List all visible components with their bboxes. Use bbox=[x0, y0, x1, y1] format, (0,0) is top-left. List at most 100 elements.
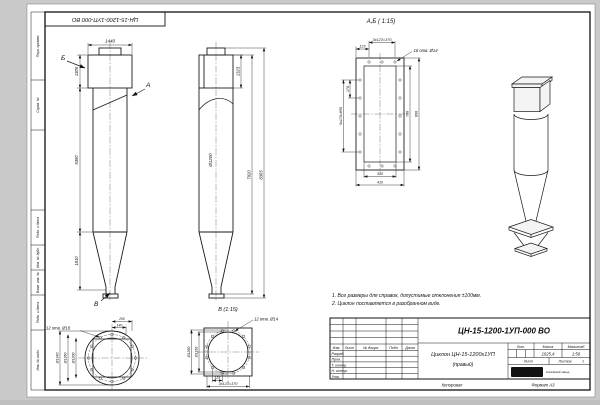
view-v: В (1:15) 12 отв. Ø14 Ø1150 Ø1260 123 3х1… bbox=[187, 307, 279, 388]
view-title: В (1:15) bbox=[218, 307, 238, 313]
dim-d1200: Ø1200 bbox=[72, 353, 76, 365]
centerlines bbox=[197, 321, 259, 383]
frame-border bbox=[44, 11, 591, 391]
dim-1440: 1440 bbox=[105, 39, 116, 44]
flange-outer bbox=[355, 57, 405, 171]
bolt-holes bbox=[205, 329, 251, 375]
flange-opening bbox=[363, 65, 397, 163]
square-flange bbox=[203, 327, 253, 377]
row-utv: Утв. bbox=[332, 375, 340, 379]
note-2: 2. Циклон поставляется в разобранном вид… bbox=[331, 301, 441, 307]
flange-round: 12 отв. Ø18 200 140 Ø1340 Ø1260 Ø1200 bbox=[46, 317, 148, 389]
outlet-box bbox=[198, 54, 234, 89]
front-view-dimensions bbox=[66, 43, 146, 302]
dim-410: 410 bbox=[377, 181, 383, 185]
scale-value: 1:50 bbox=[572, 351, 581, 356]
margin-label: Инв. № дубл. bbox=[36, 247, 40, 268]
dim-8365: 8365 bbox=[259, 170, 264, 180]
section-title: А,Б ( 1:15) bbox=[366, 19, 396, 25]
title-block: Изм. Лист № докум. Подп. Дата Разраб. Пр… bbox=[329, 317, 591, 380]
dim-370: 3х123=370 bbox=[373, 38, 393, 42]
iso-outlet-box bbox=[513, 87, 541, 112]
dim-d1150: Ø1150 bbox=[195, 347, 199, 359]
col-izm: Изм. bbox=[333, 346, 341, 350]
mass-value: 1025,4 bbox=[542, 351, 555, 356]
margin-strip-lines bbox=[30, 11, 45, 391]
dim-123: 123 bbox=[360, 45, 366, 49]
bottom-flange bbox=[102, 293, 119, 299]
doc-name-line2: (правый) bbox=[453, 361, 474, 368]
cyclone-body bbox=[92, 88, 128, 294]
bottom-flange bbox=[208, 293, 225, 299]
note-1: 1. Все размеры для справок, допустимые о… bbox=[332, 293, 481, 299]
title-block-frame bbox=[329, 317, 591, 380]
isometric-view bbox=[507, 76, 555, 257]
dim-1323: 1323 bbox=[236, 66, 241, 76]
iso-cylinder bbox=[513, 113, 549, 176]
side-view-dimensions bbox=[224, 47, 266, 299]
dim-370: 3х123=370 bbox=[219, 382, 239, 386]
margin-label: Инв. № подл. bbox=[36, 349, 40, 370]
col-list: Лист bbox=[344, 346, 354, 350]
company-logo-text: KVZP bbox=[518, 370, 536, 377]
iso-outlet-box-side bbox=[539, 79, 551, 113]
dim-890: 890 bbox=[414, 111, 418, 117]
dim-310: 310 bbox=[377, 172, 383, 176]
dim-7920: 7920 bbox=[247, 170, 252, 180]
lit-label: Лит. bbox=[516, 345, 525, 349]
margin-label: Подп. и дата bbox=[36, 217, 40, 238]
col-podp: Подп. bbox=[389, 346, 399, 350]
dim-1305: 1305 bbox=[74, 66, 79, 76]
dim-200: 200 bbox=[118, 317, 125, 321]
corner-designation-text: ЦН-15-1200-1УП-000 ВО bbox=[71, 16, 138, 22]
iso-top-flange-edge bbox=[511, 83, 543, 88]
dim-140: 140 bbox=[117, 323, 123, 327]
cyclone-body bbox=[198, 55, 234, 294]
centerlines bbox=[351, 53, 409, 175]
iso-skirt bbox=[513, 232, 549, 248]
title-block-cells-right bbox=[418, 342, 590, 379]
holes-callout: 12 отв. Ø18 bbox=[46, 326, 71, 331]
bolt-circle bbox=[88, 334, 136, 382]
flange-round-dimensions bbox=[58, 320, 133, 386]
sheets-value: 1 bbox=[582, 360, 584, 364]
margin-label: Справ. № bbox=[36, 97, 40, 113]
section-ab: А,Б ( 1:15) 123 3х123=370 16 отв. Ø14 17… bbox=[339, 19, 438, 187]
doc-designation: ЦН-15-1200-1УП-000 ВО bbox=[458, 327, 551, 336]
dim-5350: 5350 bbox=[74, 155, 79, 165]
sheet-label: Лист bbox=[523, 360, 533, 364]
view-label-a: А bbox=[145, 82, 150, 89]
scroll-edge bbox=[198, 98, 234, 111]
dim-790: 790 bbox=[406, 111, 410, 117]
dim-123: 123 bbox=[214, 376, 220, 380]
corner-designation-frame bbox=[44, 11, 166, 27]
side-view: 1323 Ø1200 7920 8365 bbox=[198, 42, 266, 302]
footer-copied: Копировал bbox=[442, 383, 463, 388]
row-tkontr: Т. контр. bbox=[332, 363, 348, 367]
company-logo-subtext: Копейский завод bbox=[546, 370, 570, 374]
dim-d1260: Ø1260 bbox=[64, 353, 68, 365]
square-plate bbox=[92, 338, 132, 378]
row-nkontr: Н. контр. bbox=[332, 369, 348, 373]
row-razrab: Разраб. bbox=[332, 352, 345, 356]
outlet-box bbox=[87, 54, 133, 89]
notes: 1. Все размеры для справок, допустимые о… bbox=[331, 293, 481, 307]
margin-label: Подп. и дата bbox=[36, 302, 40, 323]
col-doc: № докум. bbox=[363, 346, 379, 350]
mass-label: Масса bbox=[543, 345, 554, 349]
front-view: 1440 1305 5350 1810 Б А В bbox=[61, 39, 150, 309]
col-data: Дата bbox=[404, 346, 414, 350]
sheets-label: Листов bbox=[557, 360, 571, 364]
footer-format: Формат А3 bbox=[532, 383, 556, 388]
paper bbox=[26, 3, 596, 398]
holes-callout: 16 отв. Ø14 bbox=[414, 48, 439, 53]
holes-callout: 12 отв. Ø14 bbox=[254, 317, 279, 322]
view-label-b: Б bbox=[61, 55, 65, 62]
dim-d1260: Ø1260 bbox=[187, 347, 191, 359]
view-v-dimensions bbox=[190, 319, 254, 388]
dim-d1340: Ø1340 bbox=[56, 353, 60, 365]
corner-designation-box: ЦН-15-1200-1УП-000 ВО bbox=[44, 11, 166, 27]
doc-name-line1: Циклон ЦН-15-1200х1УП bbox=[431, 352, 495, 358]
